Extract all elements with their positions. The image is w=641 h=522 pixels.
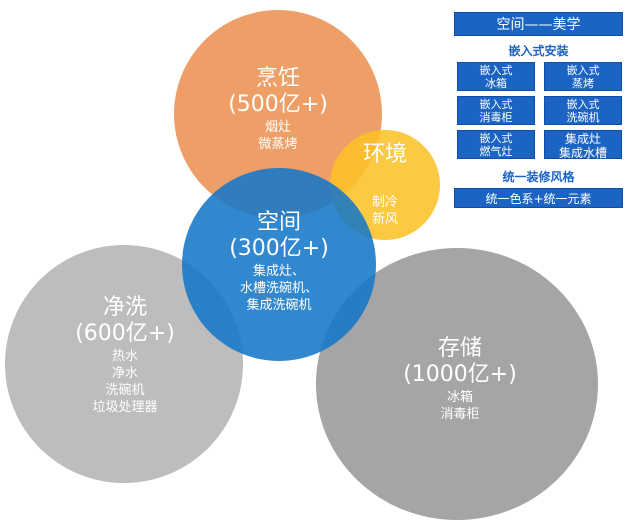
environment-title: 环境 (362, 142, 407, 167)
embedded-fridge-cell: 嵌入式 冰箱 (457, 62, 535, 91)
cell-line: 洗碗机 (566, 111, 600, 124)
panel-header: 空间——美学 (454, 12, 623, 36)
cell-line: 集成灶 (564, 132, 601, 146)
cooking-amount: (500亿+) (228, 92, 328, 118)
space-circle (182, 168, 376, 361)
cell-line: 燃气灶 (479, 145, 513, 158)
space-aesthetics-panel: 空间——美学 嵌入式安装 嵌入式 冰箱 嵌入式 蒸烤 嵌入式 消毒柜 嵌入式 洗… (454, 12, 623, 208)
washing-item: 垃圾处理器 (92, 399, 158, 415)
cell-line: 嵌入式 (479, 98, 513, 111)
embedded-gas-stove-cell: 嵌入式 燃气灶 (457, 130, 535, 159)
cell-line: 集成水槽 (558, 146, 607, 160)
washing-amount: (600亿+) (75, 321, 175, 347)
unified-color-bar: 统一色系+统一元素 (454, 188, 623, 208)
washing-item: 热水 (111, 348, 138, 364)
environment-item: 制冷 (371, 195, 398, 211)
unified-style-title: 统一装修风格 (502, 170, 575, 184)
storage-title: 存储 (437, 336, 482, 361)
cooking-item: 微蒸烤 (258, 136, 298, 152)
cell-line: 嵌入式 (566, 98, 600, 111)
washing-item: 洗碗机 (105, 382, 145, 398)
embedded-dishwasher-cell: 嵌入式 洗碗机 (544, 96, 622, 125)
cooking-title: 烹饪 (255, 66, 300, 91)
space-item: 集成洗碗机 (246, 297, 312, 313)
cell-line: 蒸烤 (572, 77, 594, 90)
storage-amount: (1000亿+) (403, 362, 517, 388)
space-title: 空间 (256, 210, 301, 235)
space-item: 集成灶、 (252, 263, 305, 279)
embedded-grid: 嵌入式 冰箱 嵌入式 蒸烤 嵌入式 消毒柜 嵌入式 洗碗机 嵌入式 燃气灶 集成… (457, 62, 623, 160)
embedded-steam-oven-cell: 嵌入式 蒸烤 (544, 62, 622, 91)
storage-label: 存储 (1000亿+) 冰箱 消毒柜 (380, 336, 540, 423)
cell-line: 冰箱 (485, 77, 507, 90)
environment-label: 环境 制冷 新风 (345, 142, 425, 228)
cooking-label: 烹饪 (500亿+) 烟灶 微蒸烤 (200, 66, 356, 153)
space-label: 空间 (300亿+) 集成灶、 水槽洗碗机、 集成洗碗机 (200, 210, 358, 314)
cell-line: 嵌入式 (479, 64, 513, 77)
cooking-item: 烟灶 (264, 119, 291, 135)
washing-item: 净水 (111, 365, 138, 381)
storage-item: 消毒柜 (440, 406, 480, 422)
environment-item: 新风 (371, 212, 398, 228)
cell-line: 消毒柜 (479, 111, 513, 124)
integrated-stove-sink-cell: 集成灶 集成水槽 (544, 130, 622, 160)
embedded-install-title: 嵌入式安装 (508, 44, 569, 58)
washing-label: 净洗 (600亿+) 热水 净水 洗碗机 垃圾处理器 (50, 295, 200, 416)
space-item: 水槽洗碗机、 (239, 280, 318, 296)
cell-line: 嵌入式 (479, 132, 513, 145)
storage-item: 冰箱 (446, 389, 473, 405)
embedded-sterilizer-cell: 嵌入式 消毒柜 (457, 96, 535, 125)
washing-title: 净洗 (102, 295, 147, 320)
cell-line: 嵌入式 (566, 64, 600, 77)
space-amount: (300亿+) (229, 236, 329, 262)
